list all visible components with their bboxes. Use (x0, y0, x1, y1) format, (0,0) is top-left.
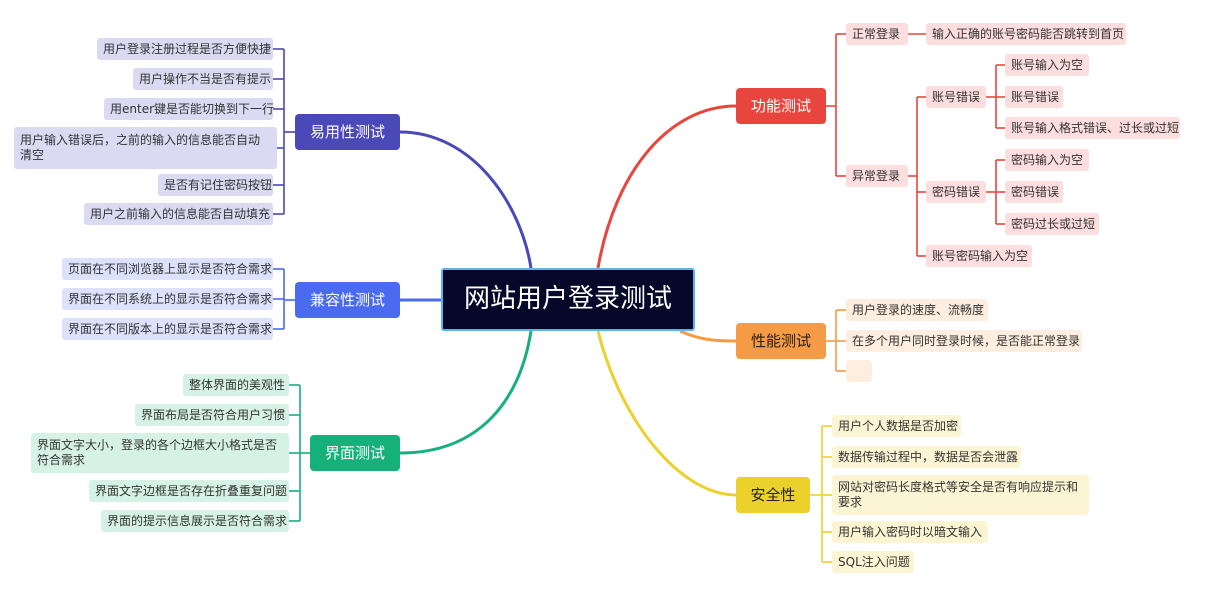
ui-item[interactable]: 界面文字边框是否存在折叠重复问题 (89, 480, 289, 502)
topic-security-test[interactable]: 安全性 (736, 477, 810, 513)
ui-item[interactable]: 界面的提示信息展示是否符合需求 (101, 510, 289, 532)
topic-functional-test[interactable]: 功能测试 (736, 88, 826, 124)
perf-item[interactable]: 在多个用户同时登录时候，是否能正常登录 (846, 330, 1082, 352)
topic-performance-test[interactable]: 性能测试 (736, 323, 826, 359)
topic-ui-test[interactable]: 界面测试 (310, 435, 400, 471)
func-password-error-item[interactable]: 密码过长或过短 (1005, 213, 1099, 235)
func-password-error[interactable]: 密码错误 (926, 181, 986, 203)
connector-ui (399, 330, 533, 455)
usability-item[interactable]: 用户之前输入的信息能否自动填充 (84, 203, 273, 225)
security-item[interactable]: 用户个人数据是否加密 (832, 415, 961, 437)
perf-item-empty[interactable] (846, 360, 872, 382)
compat-item[interactable]: 页面在不同浏览器上显示是否符合需求 (62, 258, 273, 280)
security-item[interactable]: SQL注入问题 (832, 551, 914, 573)
topic-compatibility-test[interactable]: 兼容性测试 (295, 282, 400, 318)
ui-item[interactable]: 界面布局是否符合用户习惯 (135, 404, 289, 426)
connector-func (596, 104, 737, 269)
security-item[interactable]: 用户输入密码时以暗文输入 (832, 521, 988, 543)
ui-item[interactable]: 界面文字大小，登录的各个边框大小格式是否符合需求 (31, 433, 289, 473)
func-abnormal-login[interactable]: 异常登录 (846, 165, 908, 187)
central-topic[interactable]: 网站用户登录测试 (441, 268, 695, 331)
topic-usability-test[interactable]: 易用性测试 (295, 114, 400, 150)
connector-perf (679, 329, 737, 343)
func-password-error-item[interactable]: 密码错误 (1005, 181, 1063, 203)
compat-item[interactable]: 界面在不同版本上的显示是否符合需求 (62, 318, 273, 340)
func-password-error-item[interactable]: 密码输入为空 (1005, 149, 1089, 171)
func-account-error-item[interactable]: 账号输入格式错误、过长或过短 (1005, 117, 1180, 139)
usability-item[interactable]: 用户输入错误后，之前的输入的信息能否自动清空 (14, 127, 277, 169)
usability-item[interactable]: 用户登录注册过程是否方便快捷 (97, 38, 273, 60)
func-both-empty[interactable]: 账号密码输入为空 (926, 245, 1032, 267)
connector-usability (399, 130, 533, 269)
connector-security (596, 330, 737, 497)
usability-item[interactable]: 用enter键是否能切换到下一行 (104, 98, 274, 120)
usability-item[interactable]: 用户操作不当是否有提示 (133, 68, 273, 90)
func-normal-login[interactable]: 正常登录 (846, 23, 908, 45)
compat-item[interactable]: 界面在不同系统上的显示是否符合需求 (62, 288, 273, 310)
func-account-error-item[interactable]: 账号错误 (1005, 86, 1063, 108)
usability-item[interactable]: 是否有记住密码按钮 (158, 174, 273, 196)
func-account-error[interactable]: 账号错误 (926, 86, 986, 108)
func-normal-login-item[interactable]: 输入正确的账号密码能否跳转到首页 (926, 23, 1126, 45)
security-item[interactable]: 数据传输过程中，数据是否会泄露 (832, 446, 1021, 468)
perf-item[interactable]: 用户登录的速度、流畅度 (846, 299, 988, 321)
func-account-error-item[interactable]: 账号输入为空 (1005, 54, 1089, 76)
security-item[interactable]: 网站对密码长度格式等安全是否有响应提示和要求 (832, 475, 1089, 515)
ui-item[interactable]: 整体界面的美观性 (183, 374, 289, 396)
